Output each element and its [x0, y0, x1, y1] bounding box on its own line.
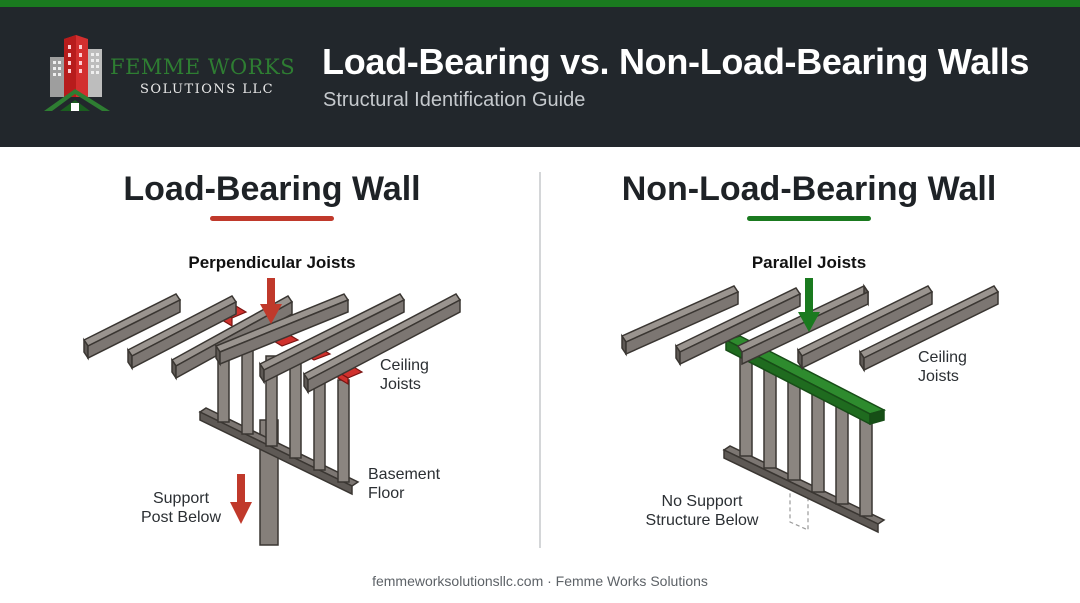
logo-wordmark: FEMME WORKS	[110, 55, 296, 79]
no-support-label: No Support	[662, 493, 743, 510]
page-title: Load-Bearing vs. Non-Load-Bearing Walls	[322, 41, 1030, 82]
non-load-bearing-title: Non-Load-Bearing Wall	[621, 170, 997, 208]
perpendicular-joists-label: Perpendicular Joists	[188, 253, 355, 272]
support-arrow-icon	[230, 474, 252, 524]
load-bearing-title: Load-Bearing Wall	[123, 170, 421, 208]
header-banner: FEMME WORKS SOLUTIONS LLC Load-Bearing v…	[0, 7, 1080, 147]
wall-studs	[217, 339, 350, 483]
top-plate-green	[723, 335, 887, 426]
basement-label: Basement	[368, 466, 441, 483]
non-load-bearing-diagram: Parallel Joists Ceiling Joists No Suppor…	[620, 253, 1000, 534]
no-support-label-2: Structure Below	[646, 512, 759, 529]
parallel-arrow-icon	[798, 278, 820, 332]
load-bearing-diagram: Perpendicular Joists Ceiling Joists Base…	[82, 253, 462, 546]
basement-label-2: Floor	[368, 485, 405, 502]
logo-subtitle: SOLUTIONS LLC	[140, 82, 275, 97]
load-bearing-underline	[210, 216, 334, 221]
ceiling-joists-right	[620, 283, 1000, 373]
support-post-label: Support	[153, 490, 210, 507]
footer-text: femmeworksolutionsllc.com · Femme Works …	[372, 573, 708, 589]
no-support-outline	[789, 487, 809, 531]
ceiling-joists	[82, 293, 462, 395]
non-load-bearing-underline	[747, 216, 871, 221]
parallel-joists-label: Parallel Joists	[752, 253, 866, 272]
support-post-label-2: Post Below	[141, 509, 221, 526]
ceiling-label-left-2: Joists	[380, 376, 421, 393]
ceiling-label-right-2: Joists	[918, 368, 959, 385]
panel-divider	[539, 172, 541, 548]
top-accent-stripe	[0, 0, 1080, 7]
ceiling-label-right: Ceiling	[918, 349, 967, 366]
page-subtitle: Structural Identification Guide	[323, 89, 586, 111]
ceiling-label-left: Ceiling	[380, 357, 429, 374]
load-arrow-icon	[260, 278, 282, 324]
building-logo-icon	[44, 35, 110, 111]
